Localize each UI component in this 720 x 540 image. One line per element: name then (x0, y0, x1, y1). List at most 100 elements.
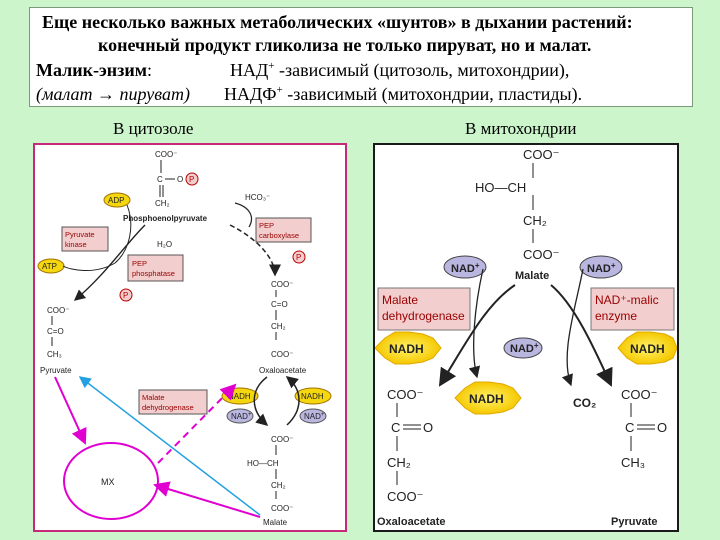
moaa-o: O (423, 420, 433, 435)
hco3-arrow (234, 202, 253, 228)
header-line-1: Еще несколько важных метаболических «шун… (42, 12, 633, 32)
nadh-burst-center-label: NADH (469, 392, 504, 406)
mmal-hoch: HO—CH (475, 180, 526, 195)
nadh-burst-right-label: NADH (630, 342, 665, 356)
pi-icon (292, 250, 306, 264)
pi-label: P (296, 253, 301, 262)
malic-enzyme-box (590, 287, 675, 331)
mitochondria-panel: COO⁻ HO—CH CH₂ COO⁻ Malate NAD+ NAD+ NAD… (373, 143, 679, 532)
left-title: В цитозоле (113, 119, 194, 138)
mito-malate-label: Malate (515, 270, 549, 282)
pyr-ch3: CH₃ (47, 350, 62, 359)
mitochondrion-label: МХ (101, 477, 115, 487)
oaa-coo-top: COO⁻ (271, 280, 293, 289)
pyruvate-label: Pyruvate (40, 366, 72, 375)
nad-right-icon (299, 408, 327, 424)
mmal-coo-top: COO⁻ (523, 147, 559, 162)
pep-o: O (177, 175, 183, 184)
nad-left-label: NAD+ (231, 412, 252, 421)
phosphatase-pi-icon (119, 288, 133, 302)
mito-pyruvate-structure: COO⁻ C O CH₃ Pyruvate (611, 387, 667, 528)
mal-coo-bottom: COO⁻ (271, 504, 293, 513)
pyruvate-kinase-l1: Pyruvate (65, 230, 95, 239)
oaa-co: C=O (271, 300, 288, 309)
phosphatase-pi-label: P (123, 291, 128, 300)
malic-enzyme-l1: NAD⁺-malic (595, 293, 659, 307)
malate-dh-l2: dehydrogenase (142, 403, 194, 412)
oaa-coo-bottom: COO⁻ (271, 350, 293, 359)
adp-label: ADP (108, 196, 124, 205)
mpyr-o: O (657, 420, 667, 435)
nadh-burst-left-label: NADH (389, 342, 424, 356)
nad-plus: + (268, 60, 275, 72)
h2o-label: H₂O (157, 240, 172, 249)
pep-structure: COO⁻ C O P CH₂ Phosphoenolpyruvate (123, 150, 208, 223)
moaa-c: C (391, 420, 400, 435)
nad-upper-left-label: NAD+ (451, 261, 480, 275)
cytosol-diagram: COO⁻ C O P CH₂ Phosphoenolpyruvate HCO₃⁻… (37, 150, 332, 527)
nadh-right-label: NADH (301, 392, 324, 401)
header-line-2: конечный продукт гликолиза не только пир… (98, 35, 592, 55)
malate-dh-box (138, 389, 208, 415)
header-line-3: Малик-энзим: (36, 60, 152, 81)
nadp-plus: + (276, 84, 283, 96)
pep-coo: COO⁻ (155, 150, 177, 159)
nad-dependent-line: НАД+ -зависимый (цитозоль, митохондрии), (230, 60, 569, 81)
mal-ch2: CH₂ (271, 481, 286, 490)
mitochondrion-circle (63, 442, 159, 520)
nad-text: НАД (230, 60, 269, 80)
pep-carboxylase-l1: PEP (259, 221, 274, 230)
malate-to-mx-arrow (153, 481, 261, 518)
pep-carboxylase-l2: carboxylase (259, 231, 299, 240)
nad-upper-left-icon (443, 255, 487, 279)
nad-dependent-text: -зависимый (цитозоль, митохондрии), (274, 60, 570, 80)
mx-to-oaa-arrow (157, 383, 237, 464)
pep-phosphatase-l2: phosphatase (132, 269, 175, 278)
co2-label: CO₂ (573, 396, 596, 410)
pyruvate-kinase-box (61, 226, 109, 252)
malate-to-pyruvate-arrow (550, 284, 613, 387)
right-title: В митохондрии (465, 119, 577, 138)
oaa-ch2: CH₂ (271, 322, 286, 331)
oxaloacetate-label: Oxaloacetate (259, 366, 307, 375)
pyr-coo: COO⁻ (47, 306, 69, 315)
mpyr-ch3: CH₃ (621, 455, 645, 470)
mpyr-c: C (625, 420, 634, 435)
mito-malate-dh-l1: Malate (382, 293, 418, 307)
pyruvate-structure: COO⁻ C=O CH₃ Pyruvate (40, 306, 72, 375)
pep-carboxylase-box (255, 217, 312, 243)
phosphate-icon (185, 172, 199, 186)
header-box: Еще несколько важных метаболических «шун… (29, 7, 693, 107)
mal-coo-top: COO⁻ (271, 435, 293, 444)
pep-to-oaa-arrow (229, 224, 281, 277)
nad-to-co2-curve (561, 268, 584, 387)
malate-structure: COO⁻ HO—CH CH₂ COO⁻ Malate (247, 435, 293, 527)
pep-phosphatase-l1: PEP (132, 259, 147, 268)
nadp-dependent-line: НАДФ+ -зависимый (митохондрии, пластиды)… (224, 84, 582, 105)
hco3-label: HCO₃⁻ (245, 193, 270, 202)
adp-icon (103, 192, 131, 208)
pyruvate-kinase-l2: kinase (65, 240, 87, 249)
malate-dh-l1: Malate (142, 393, 165, 402)
nadp-text: НАДФ (224, 84, 277, 104)
adp-atp-curve (62, 204, 132, 271)
mmal-ch2: CH₂ (523, 213, 547, 228)
mito-pyruvate-label: Pyruvate (611, 516, 657, 528)
mito-malate-dh-box (377, 287, 471, 331)
nadp-dependent-text: -зависимый (митохондрии, пластиды). (282, 84, 583, 104)
mito-malate-structure: COO⁻ HO—CH CH₂ COO⁻ Malate (475, 147, 559, 282)
nad-middle-icon (503, 337, 543, 359)
moaa-ch2: CH₂ (387, 455, 411, 470)
moaa-coo-bottom: COO⁻ (387, 489, 423, 504)
nad-left-icon (226, 408, 254, 424)
colon: : (147, 60, 153, 80)
pep-c: C (157, 175, 163, 184)
mito-oxaloacetate-label: Oxaloacetate (377, 516, 445, 528)
mitochondria-diagram: COO⁻ HO—CH CH₂ COO⁻ Malate NAD+ NAD+ NAD… (374, 147, 678, 528)
nad-middle-label: NAD+ (510, 341, 539, 355)
malate-to-pyruvate-arrow (78, 376, 261, 516)
nad-upper-right-icon (579, 255, 623, 279)
nadh-burst-center-icon (454, 381, 522, 415)
nadh-right-icon (294, 387, 332, 405)
atp-label: ATP (42, 262, 57, 271)
